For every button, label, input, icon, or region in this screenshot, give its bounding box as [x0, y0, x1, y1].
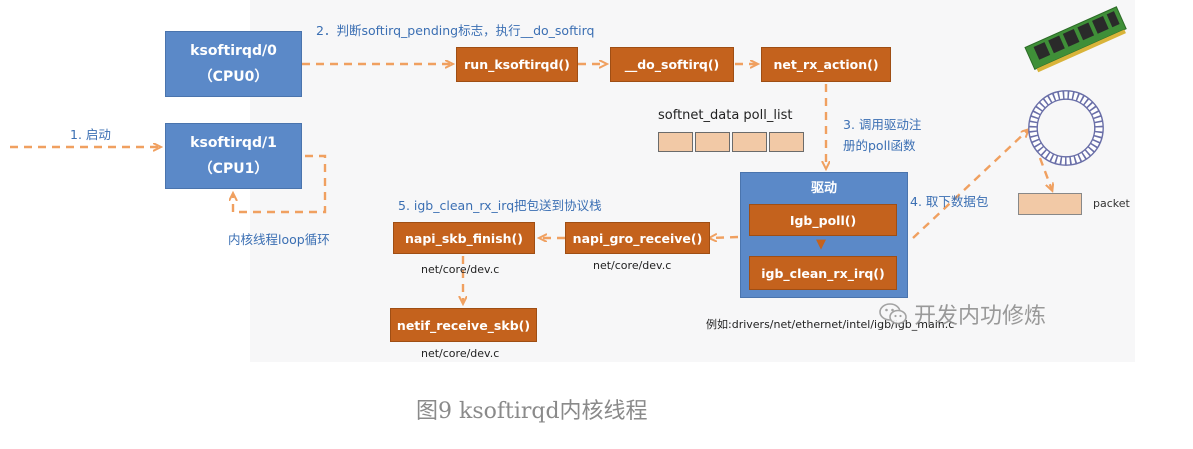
loop-label: 内核线程loop循环 [228, 232, 330, 247]
thread-cpu: （CPU0） [198, 69, 269, 85]
watermark: 开发内功修炼 [878, 298, 1046, 330]
dev-path-finish: net/core/dev.c [421, 263, 500, 276]
ring-buffer-icon [1028, 90, 1104, 166]
network-card-icon [1024, 6, 1127, 73]
thread-cpu: （CPU1） [198, 161, 269, 177]
figure-caption: 图9 ksoftirqd内核线程 [416, 399, 648, 424]
step-3-label-line1: 3. 调用驱动注 [843, 117, 922, 132]
step-3-label-line2: 册的poll函数 [843, 138, 916, 153]
poll-list-label: softnet_data poll_list [658, 108, 793, 123]
do-softirq-box: __do_softirq() [610, 47, 734, 82]
step-2-label: 2．判断softirq_pending标志，执行__do_softirq [316, 23, 595, 38]
netif-receive-skb-box: netif_receive_skb() [390, 308, 537, 342]
step-4-label: 4. 取下数据包 [910, 194, 989, 209]
arrow-loop [233, 154, 327, 214]
dev-path-gro: net/core/dev.c [593, 259, 672, 272]
arrow-ring-packet [1038, 157, 1052, 190]
dev-path-netif: net/core/dev.c [421, 347, 500, 360]
igb-clean-rx-irq-box: igb_clean_rx_irq() [749, 256, 897, 290]
packet-box [1018, 193, 1082, 215]
poll-list-cell [658, 132, 693, 152]
driver-title: 驱动 [810, 181, 837, 196]
poll-list-cell [732, 132, 767, 152]
poll-list-cell [695, 132, 730, 152]
run-ksoftirqd-box: run_ksoftirqd() [456, 47, 578, 82]
watermark-text: 开发内功修炼 [914, 304, 1047, 329]
step-5-label: 5. igb_clean_rx_irq把包送到协议栈 [398, 198, 602, 213]
ksoftirqd-1-box: ksoftirqd/1 （CPU1） [165, 123, 302, 189]
wechat-icon [879, 303, 907, 325]
down-arrow-icon: ▼ [816, 237, 826, 252]
thread-name: ksoftirqd/0 [190, 43, 277, 59]
arrow-driver-gro [710, 237, 739, 238]
napi-gro-receive-box: napi_gro_receive() [565, 222, 710, 254]
thread-name: ksoftirqd/1 [190, 135, 277, 151]
net-rx-action-box: net_rx_action() [761, 47, 891, 82]
step-1-label: 1. 启动 [70, 127, 111, 142]
packet-label: packet [1093, 197, 1130, 210]
ksoftirqd-0-box: ksoftirqd/0 （CPU0） [165, 31, 302, 97]
igb-poll-box: Igb_poll() [749, 204, 897, 236]
napi-skb-finish-box: napi_skb_finish() [393, 222, 535, 254]
poll-list-cell [769, 132, 804, 152]
arrow-driver-ring [912, 130, 1028, 239]
